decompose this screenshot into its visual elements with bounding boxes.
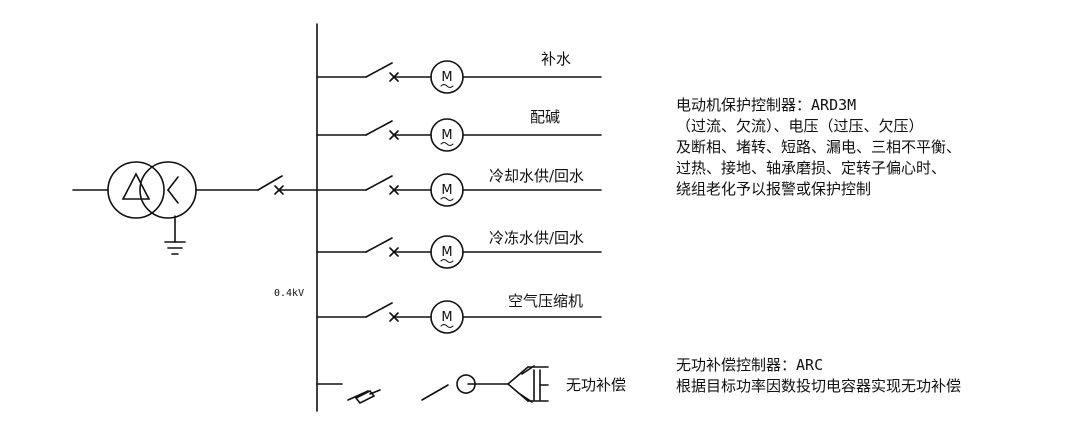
feeder-breaker-blade: [365, 237, 393, 253]
capacitor-bank-symbol: [507, 365, 549, 403]
motor-controller-title: 电动机保护控制器：ARD3M: [676, 96, 857, 114]
motor-controller-description: 电动机保护控制器：ARD3M （过流、欠流）、电压（过压、欠压） 及断相、堵转、…: [676, 95, 961, 200]
feeder-breaker-blade: [365, 120, 393, 136]
transformer-primary-winding: [107, 161, 165, 219]
capacitor-controller-title: 无功补偿控制器：ARC: [676, 356, 824, 374]
feeder-label-air-compressor: 空气压缩机: [508, 292, 584, 310]
compensation-branch: [316, 365, 549, 405]
motor-controller-line: 过热、接地、轴承磨损、定转子偏心时、: [676, 159, 947, 177]
current-transformer-symbol: [456, 374, 476, 394]
motor-letter: M: [441, 245, 452, 260]
feeder-breaker-blade: [365, 62, 393, 78]
feeder-label-reactive-compensation: 无功补偿: [566, 376, 627, 394]
motor-letter: M: [441, 70, 452, 85]
motor-tilde: [440, 84, 454, 88]
delta-symbol: [121, 172, 151, 200]
wye-symbol: [167, 176, 179, 204]
feeder-breaker-blade: [365, 175, 393, 191]
compensation-switch-blade: [421, 384, 449, 401]
bus-voltage-label: 0.4kV: [274, 288, 305, 299]
motor-letter: M: [441, 310, 452, 325]
motor-tilde: [440, 142, 454, 146]
motor-controller-line: 及断相、堵转、短路、漏电、三相不平衡、: [676, 138, 962, 156]
feeder-label-make-up-water: 补水: [541, 50, 572, 68]
feeder-label-chilled-water: 冷冻水供/回水: [489, 229, 585, 247]
feeder-breaker-blade: [365, 302, 393, 318]
motor-controller-line: （过流、欠流）、电压（过压、欠压）: [676, 117, 924, 135]
motor-letter: M: [441, 128, 452, 143]
motor-controller-line: 绕组老化予以报警或保护控制: [676, 180, 872, 198]
feeder-label-alkali-dosing: 配碱: [530, 108, 561, 126]
motor-tilde: [440, 197, 454, 201]
capacitor-controller-line: 根据目标功率因数投切电容器实现无功补偿: [676, 377, 962, 395]
fuse-symbol: [347, 389, 381, 405]
ground-symbol: [164, 215, 186, 255]
feeder-label-cooling-water: 冷却水供/回水: [489, 167, 585, 185]
motor-letter: M: [441, 183, 452, 198]
main-breaker-blade: [257, 175, 283, 191]
motor-tilde: [440, 259, 454, 263]
capacitor-controller-description: 无功补偿控制器：ARC 根据目标功率因数投切电容器实现无功补偿: [676, 355, 961, 397]
motor-tilde: [440, 324, 454, 328]
